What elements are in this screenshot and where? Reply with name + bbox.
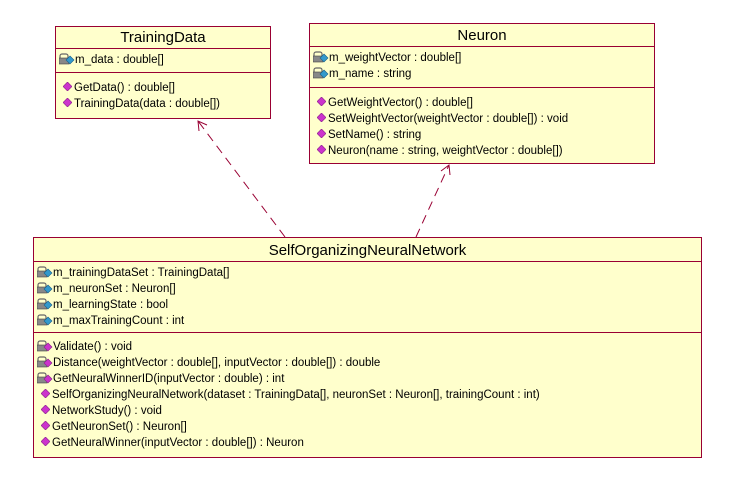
private-operation-icon — [37, 372, 53, 384]
dependency-line-to-trainingdata — [197, 120, 286, 238]
attribute-row[interactable]: m_learningState : bool — [34, 297, 701, 313]
attribute-text: m_neuronSet : Neuron[] — [53, 283, 176, 295]
operation-row[interactable]: NetworkStudy() : void — [34, 403, 701, 419]
operation-text: GetNeuralWinnerID(inputVector : double) … — [53, 373, 285, 385]
attribute-text: m_data : double[] — [75, 54, 164, 66]
attributes-compartment: m_weightVector : double[] m_name : strin… — [310, 47, 654, 88]
private-attribute-icon — [37, 266, 53, 278]
attribute-row[interactable]: m_maxTrainingCount : int — [34, 313, 701, 329]
class-title: TrainingData — [56, 27, 270, 49]
private-attribute-icon — [59, 53, 75, 65]
private-attribute-icon — [313, 67, 329, 79]
attribute-text: m_name : string — [329, 68, 412, 80]
attribute-text: m_learningState : bool — [53, 299, 169, 311]
private-operation-icon — [37, 356, 53, 368]
class-self-organizing-neural-network[interactable]: SelfOrganizingNeuralNetwork m_trainingDa… — [33, 237, 702, 458]
operation-text: GetNeuronSet() : Neuron[] — [52, 421, 187, 433]
operations-compartment: GetData() : double[] TrainingData(data :… — [56, 73, 270, 118]
private-operation-icon — [37, 340, 53, 352]
public-operation-icon — [41, 437, 50, 446]
operation-row[interactable]: SetName() : string — [310, 127, 654, 143]
operation-text: SetWeightVector(weightVector : double[])… — [328, 113, 569, 125]
operations-compartment: GetWeightVector() : double[] SetWeightVe… — [310, 88, 654, 163]
attribute-row[interactable]: m_data : double[] — [56, 52, 270, 68]
operation-text: TrainingData(data : double[]) — [74, 98, 220, 110]
attribute-row[interactable]: m_neuronSet : Neuron[] — [34, 281, 701, 297]
attribute-row[interactable]: m_weightVector : double[] — [310, 50, 654, 66]
operation-text: GetNeuralWinner(inputVector : double[]) … — [52, 437, 304, 449]
operation-text: Validate() : void — [53, 341, 133, 353]
operation-text: Distance(weightVector : double[], inputV… — [53, 357, 381, 369]
dependency-arrowhead-neuron — [440, 164, 451, 176]
public-operation-icon — [317, 97, 326, 106]
operation-text: SetName() : string — [328, 129, 422, 141]
operation-text: NetworkStudy() : void — [52, 405, 162, 417]
attributes-compartment: m_data : double[] — [56, 49, 270, 73]
private-attribute-icon — [37, 282, 53, 294]
dependency-arrowhead-trainingdata — [197, 120, 208, 132]
operations-compartment: Validate() : void Distance(weightVector … — [34, 333, 701, 457]
operation-row[interactable]: GetData() : double[] — [56, 80, 270, 96]
public-operation-icon — [41, 421, 50, 430]
public-operation-icon — [63, 82, 72, 91]
operation-row[interactable]: Neuron(name : string, weightVector : dou… — [310, 143, 654, 159]
operation-row[interactable]: GetNeuralWinner(inputVector : double[]) … — [34, 435, 701, 451]
public-operation-icon — [63, 98, 72, 107]
private-attribute-icon — [37, 298, 53, 310]
operation-row[interactable]: GetNeuronSet() : Neuron[] — [34, 419, 701, 435]
operation-row[interactable]: SetWeightVector(weightVector : double[])… — [310, 111, 654, 127]
class-neuron[interactable]: Neuron m_weightVector : double[] m_name … — [309, 23, 655, 164]
private-attribute-icon — [37, 314, 53, 326]
dependency-line-to-neuron — [415, 164, 450, 238]
operation-row[interactable]: GetWeightVector() : double[] — [310, 95, 654, 111]
public-operation-icon — [41, 389, 50, 398]
operation-row[interactable]: Distance(weightVector : double[], inputV… — [34, 355, 701, 371]
operation-text: GetData() : double[] — [74, 82, 175, 94]
attribute-text: m_maxTrainingCount : int — [53, 315, 185, 327]
operation-text: GetWeightVector() : double[] — [328, 97, 473, 109]
class-title: SelfOrganizingNeuralNetwork — [34, 238, 701, 262]
attribute-row[interactable]: m_name : string — [310, 66, 654, 82]
attribute-row[interactable]: m_trainingDataSet : TrainingData[] — [34, 265, 701, 281]
operation-text: SelfOrganizingNeuralNetwork(dataset : Tr… — [52, 389, 540, 401]
public-operation-icon — [41, 405, 50, 414]
public-operation-icon — [317, 113, 326, 122]
operation-row[interactable]: Validate() : void — [34, 339, 701, 355]
attribute-text: m_trainingDataSet : TrainingData[] — [53, 267, 230, 279]
public-operation-icon — [317, 129, 326, 138]
attributes-compartment: m_trainingDataSet : TrainingData[] m_neu… — [34, 262, 701, 333]
private-attribute-icon — [313, 51, 329, 63]
class-training-data[interactable]: TrainingData m_data : double[] GetData()… — [55, 26, 271, 119]
operation-text: Neuron(name : string, weightVector : dou… — [328, 145, 563, 157]
operation-row[interactable]: SelfOrganizingNeuralNetwork(dataset : Tr… — [34, 387, 701, 403]
operation-row[interactable]: TrainingData(data : double[]) — [56, 96, 270, 112]
public-operation-icon — [317, 145, 326, 154]
class-title: Neuron — [310, 24, 654, 47]
operation-row[interactable]: GetNeuralWinnerID(inputVector : double) … — [34, 371, 701, 387]
attribute-text: m_weightVector : double[] — [329, 52, 462, 64]
